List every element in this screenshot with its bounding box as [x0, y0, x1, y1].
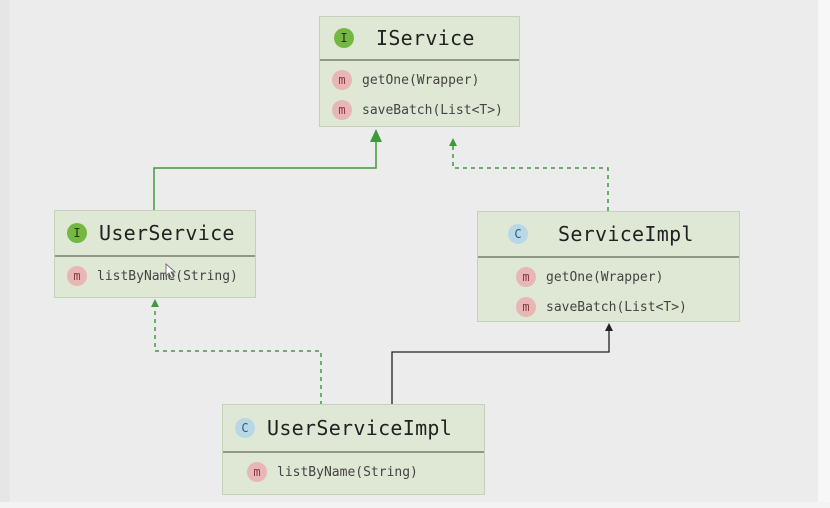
edge-userserviceimpl-to-userservice: [154, 307, 322, 405]
edge-userservice-to-iservice: [153, 142, 377, 211]
method-label: listByName(String): [97, 268, 238, 284]
method-row[interactable]: m listByName(String): [247, 457, 472, 487]
edge-userserviceimpl-to-serviceimpl: [391, 331, 610, 405]
right-margin-strip: [818, 0, 830, 508]
mouse-cursor-icon: [165, 263, 177, 279]
node-serviceimpl-header: C ServiceImpl: [478, 212, 739, 258]
node-serviceimpl[interactable]: C ServiceImpl m getOne(Wrapper) m saveBa…: [477, 211, 740, 322]
interface-icon: I: [334, 28, 354, 48]
class-icon: C: [508, 224, 528, 244]
method-label: getOne(Wrapper): [362, 72, 480, 88]
node-iservice-name: IService: [376, 26, 475, 50]
bottom-margin-strip: [0, 502, 830, 508]
method-label: saveBatch(List<T>): [362, 102, 503, 118]
arrowhead-userservice-to-iservice: [370, 129, 382, 142]
method-label: getOne(Wrapper): [546, 269, 664, 285]
node-userserviceimpl-header: C UserServiceImpl: [223, 405, 484, 453]
arrowhead-userserviceimpl-to-serviceimpl: [605, 323, 613, 331]
edge-serviceimpl-to-iservice: [452, 146, 609, 211]
method-label: listByName(String): [277, 464, 418, 480]
method-icon: m: [332, 70, 352, 90]
method-row[interactable]: m getOne(Wrapper): [332, 65, 507, 95]
node-userservice[interactable]: I UserService m listByName(String): [54, 210, 256, 298]
method-row[interactable]: m saveBatch(List<T>): [332, 95, 507, 125]
interface-icon: I: [67, 223, 87, 243]
method-icon: m: [67, 266, 87, 286]
node-iservice[interactable]: I IService m getOne(Wrapper) m saveBatch…: [319, 16, 520, 127]
method-icon: m: [247, 462, 267, 482]
node-userserviceimpl-name: UserServiceImpl: [267, 416, 453, 440]
node-userservice-methods: m listByName(String): [55, 257, 255, 295]
node-serviceimpl-name: ServiceImpl: [558, 222, 694, 246]
method-row[interactable]: m getOne(Wrapper): [516, 262, 727, 292]
left-margin-strip: [0, 0, 10, 508]
class-icon: C: [235, 418, 255, 438]
node-serviceimpl-methods: m getOne(Wrapper) m saveBatch(List<T>): [478, 258, 739, 326]
method-icon: m: [516, 267, 536, 287]
method-row[interactable]: m listByName(String): [67, 261, 243, 291]
method-label: saveBatch(List<T>): [546, 299, 687, 315]
node-userserviceimpl[interactable]: C UserServiceImpl m listByName(String): [222, 404, 485, 495]
method-icon: m: [332, 100, 352, 120]
node-iservice-header: I IService: [320, 17, 519, 61]
method-icon: m: [516, 297, 536, 317]
node-userservice-header: I UserService: [55, 211, 255, 257]
method-row[interactable]: m saveBatch(List<T>): [516, 292, 727, 322]
node-iservice-methods: m getOne(Wrapper) m saveBatch(List<T>): [320, 61, 519, 129]
arrowhead-serviceimpl-to-iservice: [449, 138, 457, 146]
node-userservice-name: UserService: [99, 221, 235, 245]
arrowhead-userserviceimpl-to-userservice: [151, 299, 159, 307]
node-userserviceimpl-methods: m listByName(String): [223, 453, 484, 491]
